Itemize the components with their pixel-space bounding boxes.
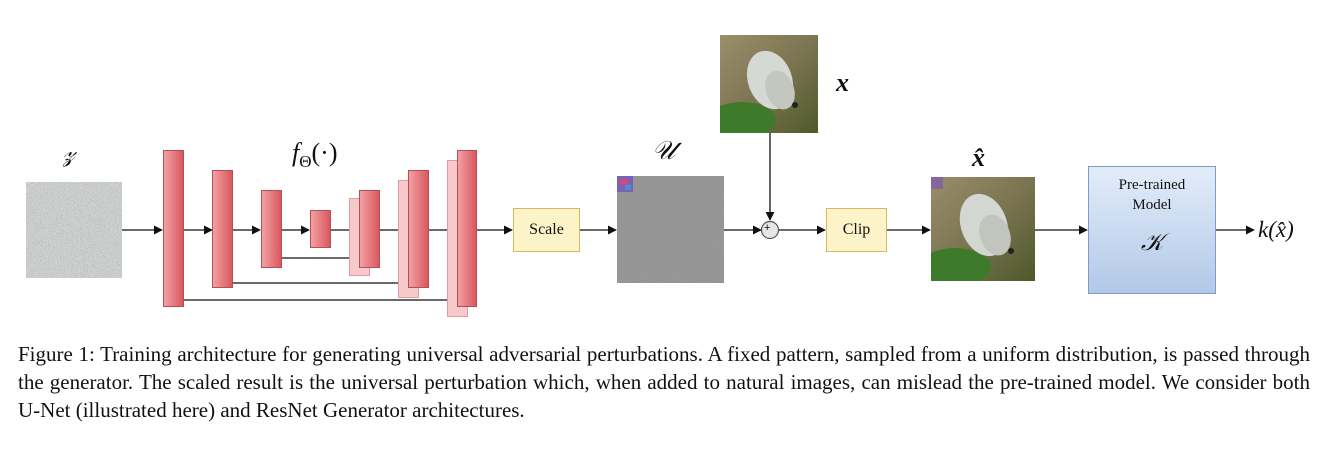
- encoder-block-3: [261, 190, 282, 268]
- u-label: 𝒰: [652, 136, 676, 165]
- bottleneck-block: [310, 210, 331, 248]
- decoder-block-1: [457, 150, 477, 307]
- x-label: x: [836, 68, 849, 97]
- clip-block: Clip: [826, 208, 887, 252]
- f-argument: (·): [311, 138, 338, 167]
- perturbation-image: [617, 176, 724, 283]
- encoder-block-1: [163, 150, 184, 307]
- decoder-block-3: [359, 190, 380, 268]
- f-theta-label: fΘ(·): [292, 138, 338, 172]
- scale-block: Scale: [513, 208, 580, 252]
- encoder-block-2: [212, 170, 233, 288]
- natural-image-x: [720, 35, 818, 133]
- model-title-line1: Pre-trained: [1118, 177, 1186, 193]
- connection-arrows: [122, 133, 1255, 305]
- model-title-line2: Model: [1132, 197, 1172, 213]
- sum-node: [760, 220, 780, 240]
- pretrained-model-block: Pre-trained Model 𝒦: [1088, 166, 1216, 294]
- architecture-figure: + 𝓏 fΘ(·) 𝒰 x x̂ k(x̂) Scale: [26, 35, 1294, 317]
- output-label: k(x̂): [1258, 217, 1294, 242]
- theta-subscript: Θ: [299, 152, 312, 172]
- x-hat-label: x̂: [972, 143, 985, 172]
- plus-symbol: +: [764, 222, 771, 234]
- model-symbol: 𝒦: [1140, 230, 1164, 256]
- noise-pattern-image: [26, 182, 122, 278]
- perturbed-image-x-hat: [931, 177, 1035, 281]
- figure-caption: Figure 1: Training architecture for gene…: [18, 342, 1310, 422]
- z-label: 𝓏: [63, 138, 76, 167]
- decoder-block-2: [408, 170, 429, 288]
- f-symbol: f: [292, 138, 300, 167]
